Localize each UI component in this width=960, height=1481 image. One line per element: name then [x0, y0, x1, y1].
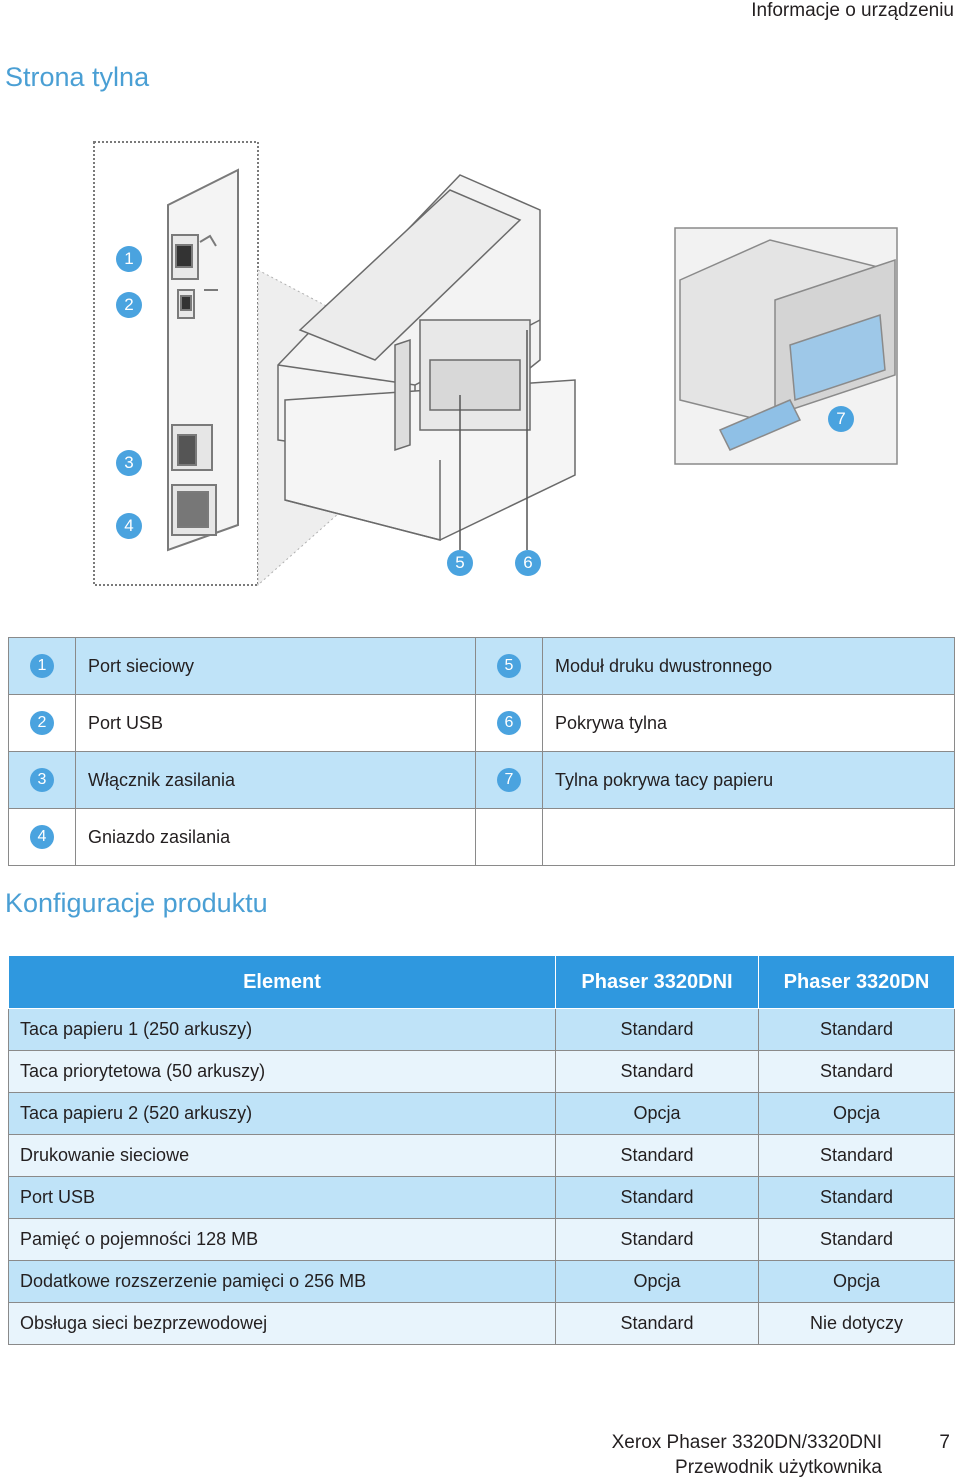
marker-4: 4	[116, 513, 142, 539]
legend-empty-cell	[542, 808, 955, 866]
legend-number: 6	[497, 711, 521, 735]
table-row: Pamięć o pojemności 128 MB Standard Stan…	[8, 1218, 955, 1261]
footer-guide: Przewodnik użytkownika	[675, 1457, 882, 1478]
legend-number: 1	[30, 654, 54, 678]
column-header-3320dni: Phaser 3320DNI	[555, 955, 759, 1009]
legend-row: 3 Włącznik zasilania 7 Tylna pokrywa tac…	[8, 751, 955, 809]
marker-3: 3	[116, 450, 142, 476]
column-header-element: Element	[8, 955, 556, 1009]
cell-3320dni: Standard	[555, 1302, 759, 1345]
table-row: Drukowanie sieciowe Standard Standard	[8, 1134, 955, 1177]
table-row: Port USB Standard Standard	[8, 1176, 955, 1219]
legend-label: Gniazdo zasilania	[75, 808, 476, 866]
cell-element: Taca priorytetowa (50 arkuszy)	[8, 1050, 556, 1093]
legend-label: Włącznik zasilania	[75, 751, 476, 809]
legend-table: 1 Port sieciowy 5 Moduł druku dwustronne…	[8, 637, 955, 866]
printer-rear-figure: 1 2 3 4 5 6 7	[0, 130, 960, 600]
cell-3320dni: Standard	[555, 1134, 759, 1177]
legend-row: 2 Port USB 6 Pokrywa tylna	[8, 694, 955, 752]
zoom-panel	[93, 141, 259, 586]
table-row: Obsługa sieci bezprzewodowej Standard Ni…	[8, 1302, 955, 1345]
marker-2: 2	[116, 292, 142, 318]
cell-3320dni: Standard	[555, 1008, 759, 1051]
marker-1: 1	[116, 246, 142, 272]
legend-number: 5	[497, 654, 521, 678]
table-row: Taca papieru 2 (520 arkuszy) Opcja Opcja	[8, 1092, 955, 1135]
legend-label: Port sieciowy	[75, 637, 476, 695]
config-table: Element Phaser 3320DNI Phaser 3320DN Tac…	[8, 955, 955, 1345]
marker-6: 6	[515, 550, 541, 576]
cell-element: Obsługa sieci bezprzewodowej	[8, 1302, 556, 1345]
cell-3320dni: Standard	[555, 1176, 759, 1219]
legend-label: Tylna pokrywa tacy papieru	[542, 751, 955, 809]
cell-3320dn: Standard	[758, 1218, 955, 1261]
legend-number: 7	[497, 768, 521, 792]
cell-3320dni: Standard	[555, 1218, 759, 1261]
page-number: 7	[939, 1432, 950, 1453]
cell-3320dn: Standard	[758, 1176, 955, 1219]
cell-3320dn: Standard	[758, 1050, 955, 1093]
tray-cover-inset	[674, 227, 898, 465]
legend-number: 4	[30, 825, 54, 849]
cell-3320dni: Standard	[555, 1050, 759, 1093]
cell-3320dn: Opcja	[758, 1260, 955, 1303]
legend-row: 4 Gniazdo zasilania	[8, 808, 955, 866]
cell-3320dni: Opcja	[555, 1260, 759, 1303]
section-header: Informacje o urządzeniu	[751, 0, 954, 21]
section-title-rear: Strona tylna	[5, 62, 150, 92]
legend-empty-cell	[475, 808, 543, 866]
table-row: Taca priorytetowa (50 arkuszy) Standard …	[8, 1050, 955, 1093]
marker-5: 5	[447, 550, 473, 576]
section-title-config: Konfiguracje produktu	[5, 888, 268, 918]
cell-3320dn: Opcja	[758, 1092, 955, 1135]
cell-element: Taca papieru 2 (520 arkuszy)	[8, 1092, 556, 1135]
legend-row: 1 Port sieciowy 5 Moduł druku dwustronne…	[8, 637, 955, 695]
table-row: Taca papieru 1 (250 arkuszy) Standard St…	[8, 1008, 955, 1051]
legend-number: 3	[30, 768, 54, 792]
legend-label: Port USB	[75, 694, 476, 752]
cell-3320dni: Opcja	[555, 1092, 759, 1135]
footer-product: Xerox Phaser 3320DN/3320DNI	[611, 1432, 882, 1453]
marker-7: 7	[828, 406, 854, 432]
cell-element: Pamięć o pojemności 128 MB	[8, 1218, 556, 1261]
cell-3320dn: Standard	[758, 1134, 955, 1177]
cell-element: Port USB	[8, 1176, 556, 1219]
table-row: Dodatkowe rozszerzenie pamięci o 256 MB …	[8, 1260, 955, 1303]
cell-element: Taca papieru 1 (250 arkuszy)	[8, 1008, 556, 1051]
legend-number: 2	[30, 711, 54, 735]
cell-element: Drukowanie sieciowe	[8, 1134, 556, 1177]
column-header-3320dn: Phaser 3320DN	[758, 955, 955, 1009]
legend-label: Moduł druku dwustronnego	[542, 637, 955, 695]
legend-label: Pokrywa tylna	[542, 694, 955, 752]
printer-illustration	[93, 141, 898, 587]
cell-element: Dodatkowe rozszerzenie pamięci o 256 MB	[8, 1260, 556, 1303]
cell-3320dn: Standard	[758, 1008, 955, 1051]
config-header-row: Element Phaser 3320DNI Phaser 3320DN	[8, 955, 955, 1009]
printer-body	[277, 174, 576, 541]
cell-3320dn: Nie dotyczy	[758, 1302, 955, 1345]
